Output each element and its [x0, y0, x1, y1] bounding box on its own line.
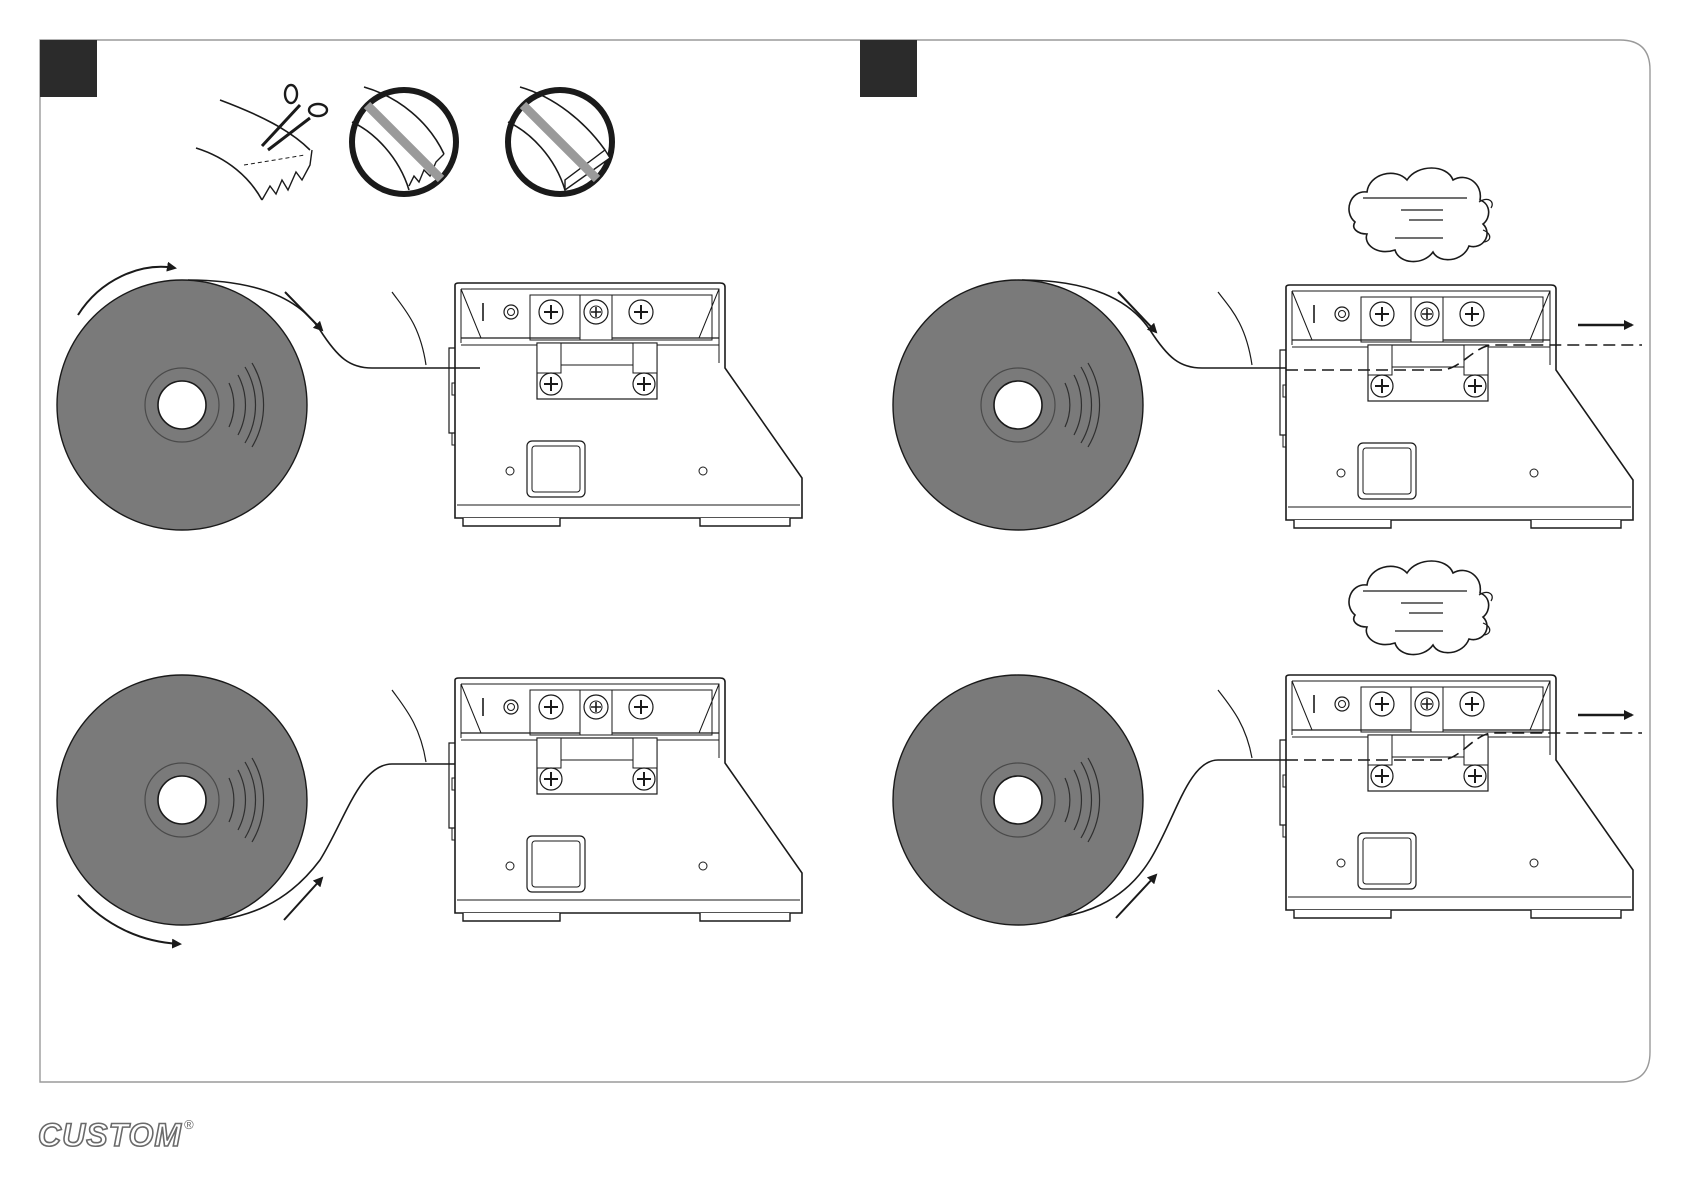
custom-logo: CUSTOM ® [38, 1117, 194, 1153]
scissors-cut-paper-icon [196, 85, 327, 200]
registered-mark: ® [184, 1117, 194, 1133]
prohibited-folded-edge-icon [508, 87, 612, 194]
scene-1-bottom [57, 675, 802, 944]
brand-name: CUSTOM [38, 1117, 182, 1153]
prohibited-torn-edge-icon [352, 87, 456, 194]
scene-2-top [893, 168, 1642, 530]
scene-1-top [57, 267, 802, 530]
step-badge-2 [860, 40, 917, 97]
scissors-icon [262, 85, 327, 150]
step-badge-1 [40, 40, 97, 97]
scene-2-bottom [893, 561, 1642, 925]
